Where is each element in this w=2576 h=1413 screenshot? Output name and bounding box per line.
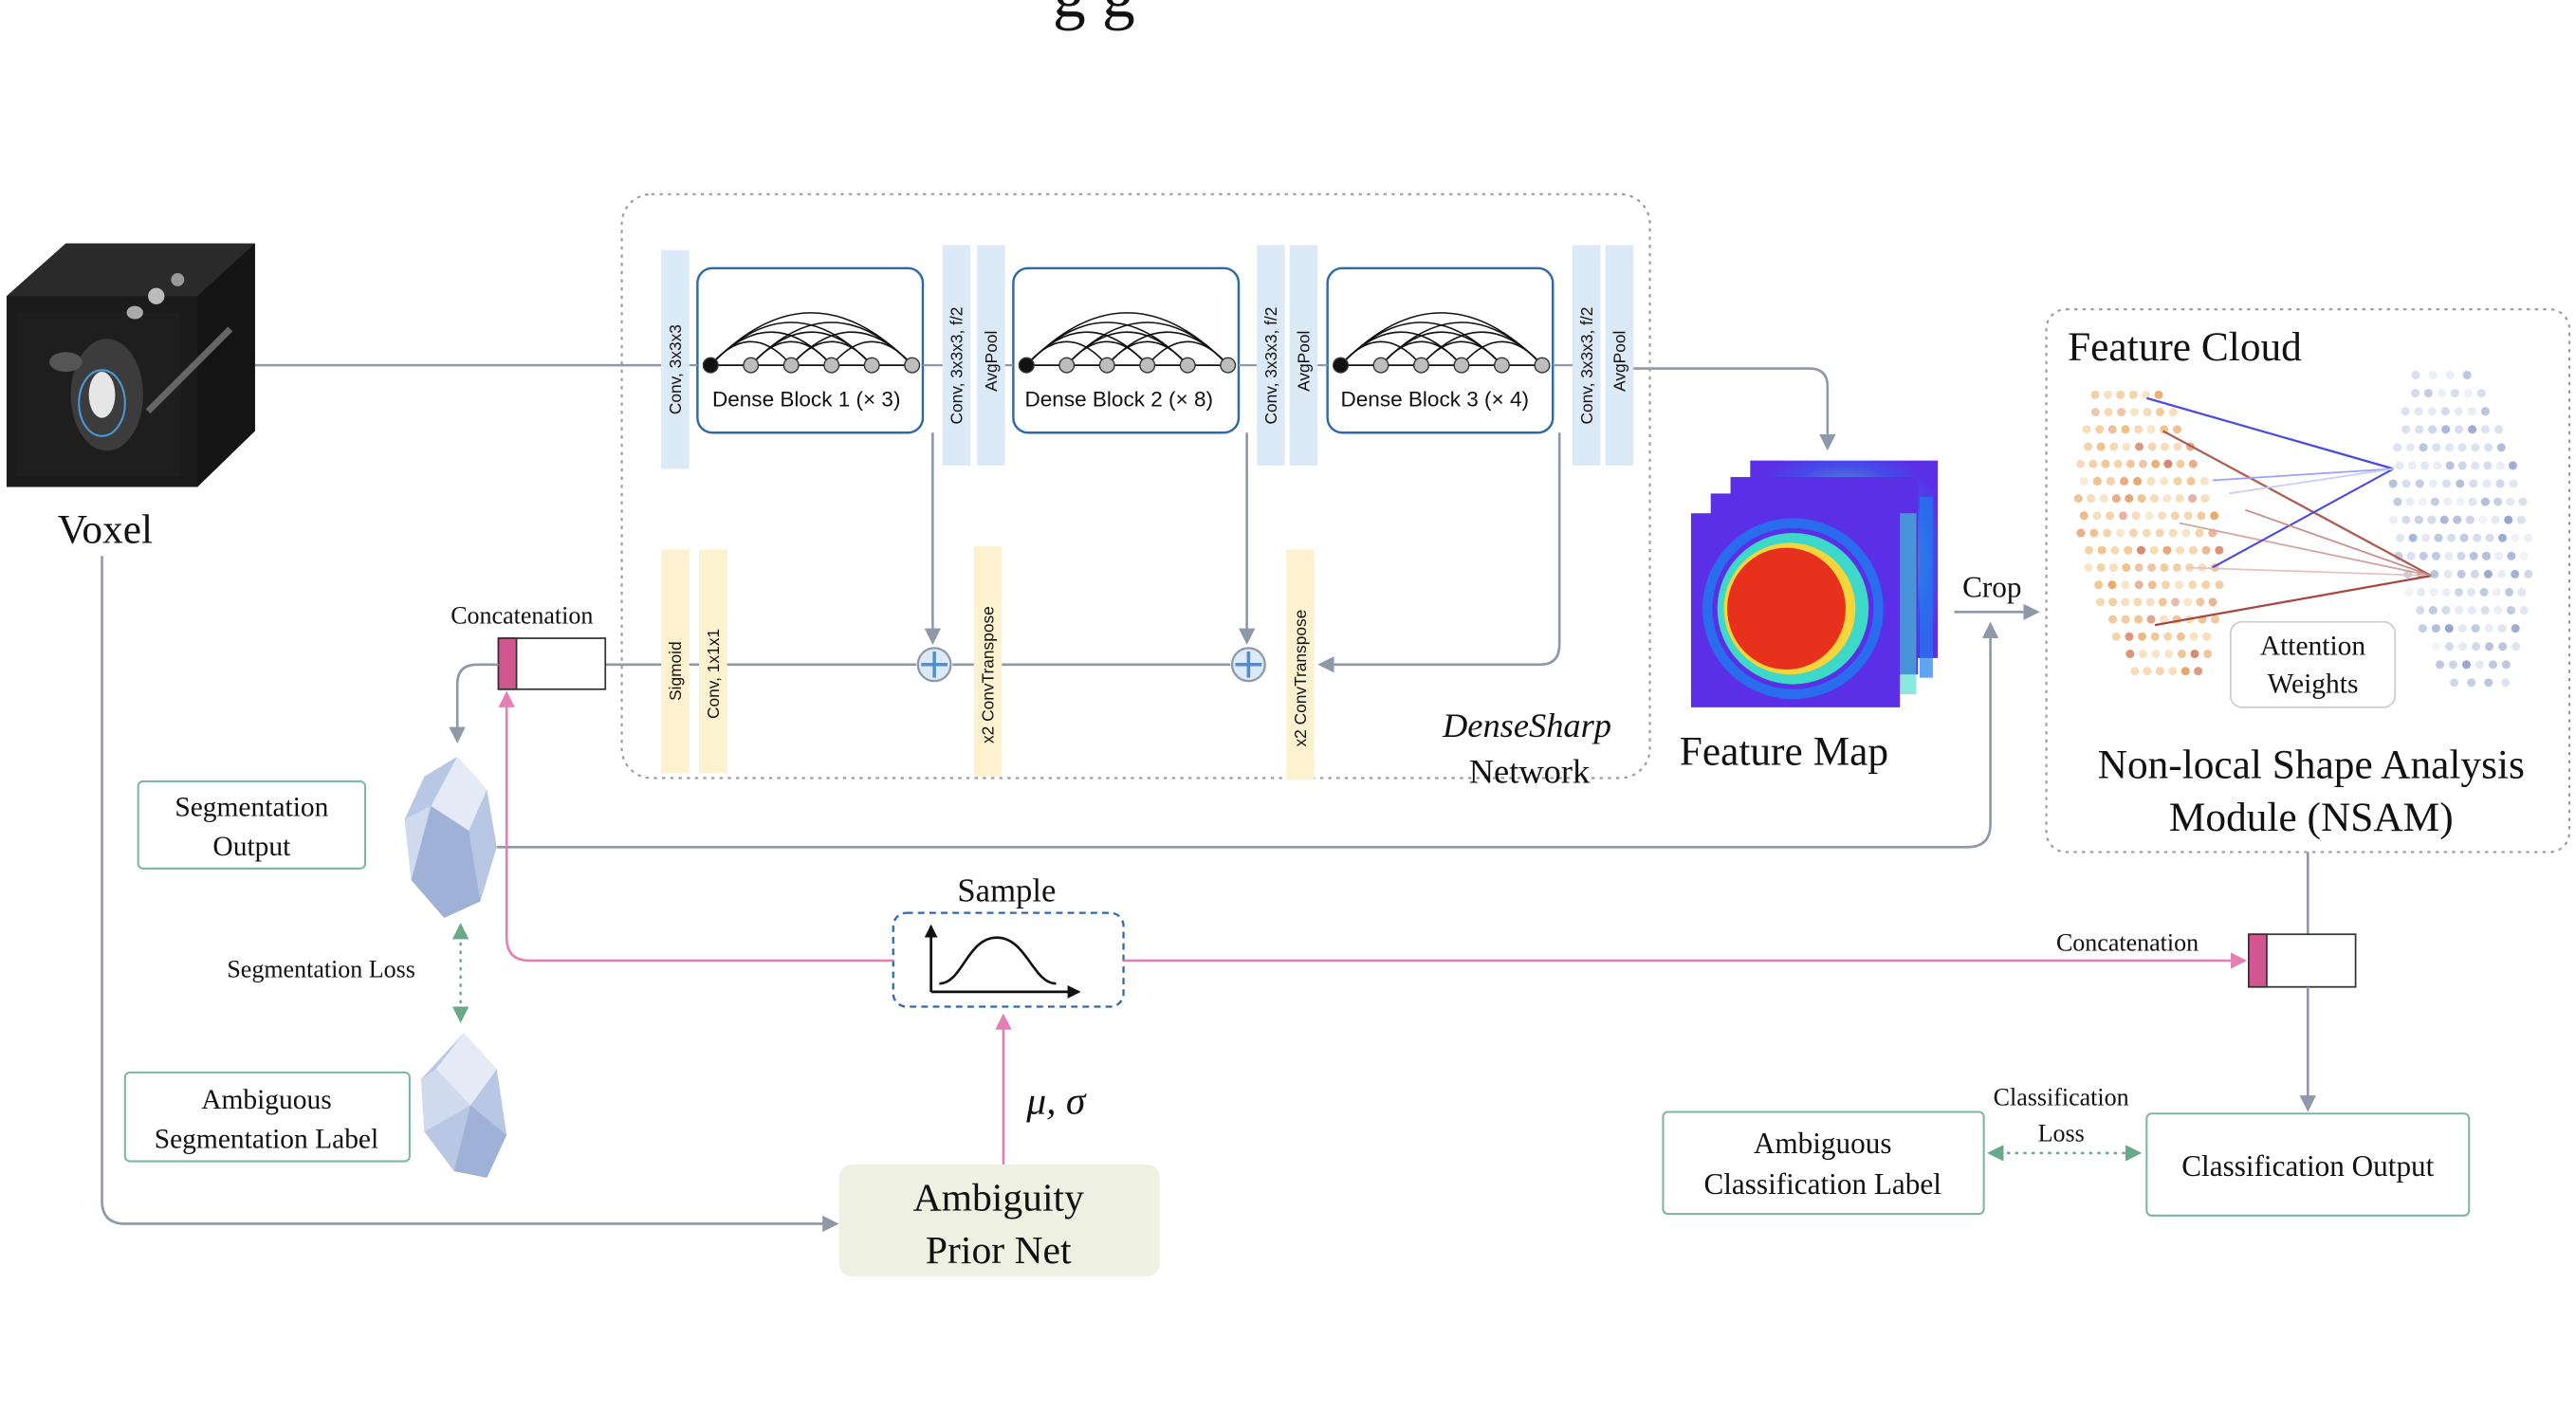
dense-block-1: Dense Block 1 (× 3)	[696, 266, 925, 434]
concat-to-seg-output-arrow	[449, 663, 499, 744]
classification-output-box	[2145, 1112, 2471, 1217]
prior-net-line2: Prior Net	[926, 1229, 1072, 1273]
ambiguity-prior-net-box	[838, 1165, 1160, 1276]
sample-to-seg-concat-arrow	[498, 690, 893, 963]
prior-net-line1: Ambiguity	[913, 1177, 1085, 1220]
densesharp-network-box	[620, 193, 1651, 780]
conv-1x1-layer: Conv, 1x1x1	[699, 549, 727, 774]
svg-text:Conv, 3x3x3, f/2: Conv, 3x3x3, f/2	[1577, 307, 1596, 425]
svg-text:Sigmoid: Sigmoid	[666, 641, 685, 701]
svg-text:Dense Block 1 (× 3): Dense Block 1 (× 3)	[712, 387, 901, 411]
page-title-partial: g g	[1053, 0, 1135, 31]
crop-label: Crop	[1962, 571, 2021, 604]
add-node-1	[916, 647, 952, 683]
svg-text:AvgPool: AvgPool	[1610, 331, 1629, 392]
transition-3-avgpool: AvgPool	[1605, 245, 1634, 466]
sigmoid-layer: Sigmoid	[661, 549, 690, 774]
ambiguous-class-line2: Classification Label	[1703, 1167, 1941, 1201]
segmentation-output-shape	[404, 756, 497, 918]
concatenation-label-bottom: Concatenation	[2056, 929, 2199, 957]
svg-text:Dense Block 3 (× 4): Dense Block 3 (× 4)	[1340, 387, 1529, 411]
densesharp-network-label: Network	[1469, 753, 1591, 791]
svg-text:Conv, 3x3x3, f/2: Conv, 3x3x3, f/2	[1261, 307, 1280, 425]
ambiguous-segmentation-shape	[420, 1033, 507, 1178]
voxel-to-prior-net-arrow	[101, 556, 839, 1233]
classification-loss-line2: Loss	[2038, 1120, 2085, 1147]
nsam-line1: Non-local Shape Analysis	[2098, 742, 2525, 787]
voxel-image	[6, 243, 255, 487]
concatenation-block-top	[497, 637, 607, 690]
mu-sigma-label: μ, σ	[1025, 1079, 1087, 1123]
transition-2-conv: Conv, 3x3x3, f/2	[1257, 245, 1285, 466]
dense-block-3: Dense Block 3 (× 4)	[1326, 266, 1555, 434]
ambiguous-classification-box	[1662, 1110, 1985, 1216]
classification-loss-line1: Classification	[1994, 1084, 2129, 1111]
feature-map-stack	[1690, 460, 1939, 707]
network-to-feature-map-arrow	[1633, 367, 1836, 451]
concatenation-label-top: Concatenation	[451, 601, 593, 629]
svg-text:AvgPool: AvgPool	[982, 331, 1001, 392]
sample-label: Sample	[957, 872, 1056, 909]
transition-1-conv: Conv, 3x3x3, f/2	[942, 245, 971, 466]
attention-lines	[2146, 396, 2432, 627]
dense-block-2: Dense Block 2 (× 8)	[1012, 266, 1241, 434]
dense-block-1-connections	[702, 312, 921, 374]
concatenation-block-bottom	[2247, 933, 2357, 988]
svg-text:x2 ConvTranspose: x2 ConvTranspose	[979, 606, 998, 743]
svg-text:Conv, 3x3x3, f/2: Conv, 3x3x3, f/2	[948, 307, 966, 425]
densesharp-name: DenseSharp	[1442, 706, 1611, 744]
feature-map-label: Feature Map	[1680, 729, 1888, 775]
transition-3-conv: Conv, 3x3x3, f/2	[1573, 245, 1601, 466]
attention-weights-line2: Weights	[2268, 669, 2359, 699]
dense-block-2-connections	[1018, 312, 1237, 374]
attention-weights-line1: Attention	[2260, 631, 2366, 661]
ambiguous-segmentation-box	[123, 1071, 411, 1163]
nsam-box	[2045, 308, 2571, 853]
classification-output-label: Classification Output	[2181, 1149, 2434, 1183]
svg-text:x2 ConvTranspose: x2 ConvTranspose	[1291, 610, 1310, 747]
bottleneck-to-decoder-line	[1317, 432, 1561, 673]
segmentation-output-line1: Segmentation	[175, 792, 328, 822]
conv-in-layer: Conv, 3x3x3	[661, 249, 690, 469]
ambiguous-seg-line2: Segmentation Label	[155, 1125, 378, 1155]
dense-block-3-connections	[1333, 312, 1551, 374]
seg-output-to-crop-arrow	[496, 621, 1999, 849]
transition-2-avgpool: AvgPool	[1289, 245, 1318, 466]
svg-text:AvgPool: AvgPool	[1295, 331, 1314, 392]
ambiguous-seg-line1: Ambiguous	[201, 1085, 332, 1115]
segmentation-output-box	[137, 780, 367, 870]
add-node-2	[1230, 647, 1266, 683]
svg-text:Conv, 3x3x3: Conv, 3x3x3	[666, 324, 685, 414]
svg-text:Dense Block 2 (× 8): Dense Block 2 (× 8)	[1025, 387, 1214, 411]
feature-cloud-left	[2073, 390, 2224, 676]
conv-transpose-layer-1: x2 ConvTranspose	[973, 545, 1003, 777]
feature-cloud-label: Feature Cloud	[2068, 324, 2302, 370]
feature-cloud-right	[2388, 371, 2533, 688]
segmentation-loss-label: Segmentation Loss	[227, 955, 415, 982]
transition-1-avgpool: AvgPool	[977, 245, 1005, 466]
ambiguous-class-line1: Ambiguous	[1754, 1127, 1892, 1160]
distribution-icon	[924, 924, 1081, 999]
conv-transpose-layer-2: x2 ConvTranspose	[1286, 549, 1315, 780]
segmentation-output-line2: Output	[212, 832, 291, 862]
svg-text:Conv, 1x1x1: Conv, 1x1x1	[704, 629, 723, 719]
attention-weights-box	[2229, 620, 2397, 708]
nsam-line2: Module (NSAM)	[2169, 795, 2454, 840]
voxel-label: Voxel	[58, 506, 153, 552]
